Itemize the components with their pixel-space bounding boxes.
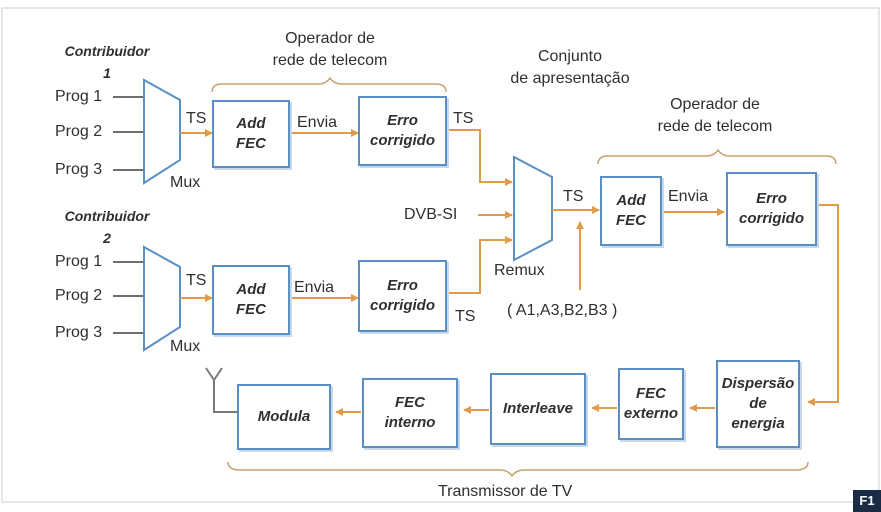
ts-label: TS xyxy=(186,110,207,127)
bst-segments-label: ( A1,A3,B2,B3 ) xyxy=(507,302,618,319)
prog-label: Prog 3 xyxy=(55,161,103,178)
mux-label: Mux xyxy=(170,338,201,355)
dispersao-energia-block: Dispersão de energia xyxy=(716,360,800,448)
prog-label: Prog 1 xyxy=(55,88,103,105)
add-fec-block-3: Add FEC xyxy=(600,176,662,246)
prog-label: Prog 2 xyxy=(55,287,103,304)
erro-corrigido-block-2: Erro corrigido xyxy=(358,260,447,332)
braces xyxy=(211,76,837,478)
erro-corrigido-block-1: Erro corrigido xyxy=(358,96,447,166)
envia-label: Envia xyxy=(294,279,335,296)
mux-label: Mux xyxy=(170,174,201,191)
add-fec-block-1: Add FEC xyxy=(212,100,290,168)
ts-label: TS xyxy=(455,308,476,325)
transmissor-label: Transmissor de TV xyxy=(438,483,573,500)
ts-label: TS xyxy=(186,272,207,289)
ts-label: TS xyxy=(453,110,474,127)
mux1-shape xyxy=(143,78,181,185)
contributor-2-title: Contribuidor 2 xyxy=(64,208,150,246)
prog-label: Prog 2 xyxy=(55,123,103,140)
mux2-shape xyxy=(143,245,181,352)
dvb-si-label: DVB-SI xyxy=(404,206,458,223)
arrow-erro2-remux xyxy=(447,236,513,294)
add-fec-block-2: Add FEC xyxy=(212,265,290,335)
prog-label: Prog 1 xyxy=(55,253,103,270)
operador-label-2: Operador de rede de telecom xyxy=(657,96,773,135)
remux-label: Remux xyxy=(494,262,545,279)
conjunto-label: Conjunto de apresentação xyxy=(510,48,630,87)
arrow-erro1-remux xyxy=(447,129,513,186)
erro-corrigido-block-3: Erro corrigido xyxy=(726,172,817,246)
operador-label-1: Operador de rede de telecom xyxy=(272,30,388,69)
fec-externo-block: FEC externo xyxy=(618,368,684,440)
modula-block: Modula xyxy=(237,384,331,450)
remux-shape xyxy=(513,155,553,262)
frame xyxy=(1,7,880,503)
interleave-block: Interleave xyxy=(490,373,586,445)
envia-label: Envia xyxy=(668,188,709,205)
arrow-erro3-dispersao xyxy=(807,204,839,406)
fec-interno-block: FEC interno xyxy=(362,378,458,448)
envia-label: Envia xyxy=(297,114,338,131)
program-lines xyxy=(113,96,144,334)
antenna-icon xyxy=(205,367,237,413)
figure-tag: F1 xyxy=(853,490,881,512)
prog-label: Prog 3 xyxy=(55,324,103,341)
ts-label: TS xyxy=(563,188,584,205)
contributor-1-title: Contribuidor 1 xyxy=(64,43,150,81)
